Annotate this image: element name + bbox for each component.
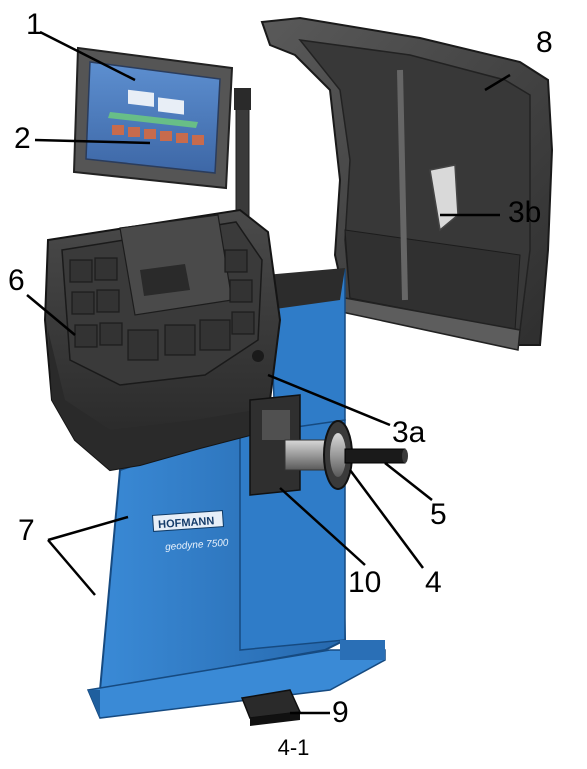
model-label: geodyne 7500 — [165, 538, 229, 553]
flange-assembly — [249, 394, 408, 496]
callout-6: 6 — [8, 264, 25, 297]
callout-10: 10 — [348, 566, 382, 599]
callout-7: 7 — [18, 514, 35, 547]
callout-8: 8 — [536, 26, 553, 59]
leader-lines — [26, 30, 511, 715]
callout-2: 2 — [14, 122, 31, 155]
display-monitor — [72, 46, 234, 190]
callout-5: 5 — [430, 498, 447, 531]
display-buttons — [112, 125, 204, 145]
brand-plate: HOFMANN geodyne 7500 — [151, 510, 229, 553]
figure-caption: 4-1 — [277, 735, 310, 760]
callout-1: 1 — [26, 8, 43, 41]
callout-3b: 3b — [508, 196, 542, 229]
weight-tray — [43, 208, 282, 472]
callout-4: 4 — [425, 566, 442, 599]
callout-9: 9 — [332, 696, 349, 729]
callout-3a: 3a — [392, 416, 426, 449]
wheel-guard-hood — [260, 16, 554, 351]
brand-label: HOFMANN — [158, 515, 215, 531]
